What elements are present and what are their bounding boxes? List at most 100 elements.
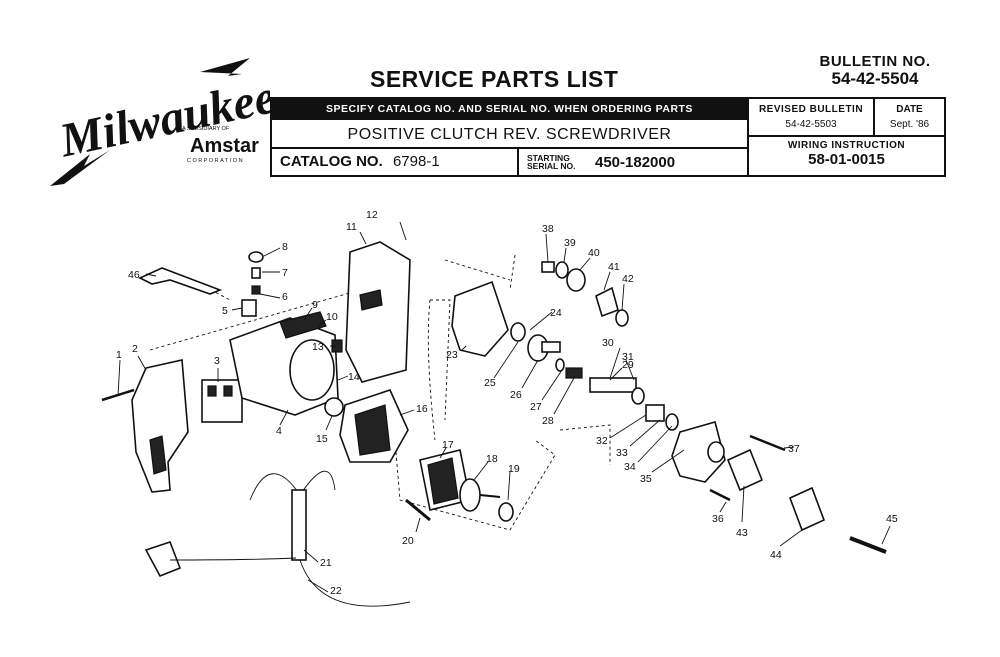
revised-value: 54-42-5503 [785, 119, 837, 130]
washer [555, 261, 569, 279]
specify-notice: SPECIFY CATALOG NO. AND SERIAL NO. WHEN … [272, 99, 747, 120]
part-number-42: 42 [622, 273, 634, 285]
assembly-line [427, 299, 436, 441]
part-number-7: 7 [282, 267, 288, 279]
assembly-line [430, 299, 451, 421]
bulletin-label: BULLETIN NO. [819, 53, 931, 70]
part-number-1: 1 [116, 349, 122, 361]
subsidiary-text: A SUBSIDIARY OF [182, 126, 230, 132]
motor-housing-half [345, 241, 411, 383]
date-cell: DATE Sept. '86 [875, 99, 944, 137]
serial-label-line1: STARTING [527, 152, 570, 163]
part-number-6: 6 [282, 291, 288, 303]
leader-lines [117, 221, 891, 593]
part-number-20: 20 [402, 535, 414, 547]
part-number-40: 40 [588, 247, 600, 259]
cord-lead-wire [249, 473, 301, 501]
part-number-25: 25 [484, 377, 496, 389]
corporation-text: CORPORATION [187, 158, 244, 164]
part-number-24: 24 [550, 307, 562, 319]
spindle-end [631, 387, 645, 405]
retaining-ring [555, 358, 565, 372]
part-number-16: 16 [416, 403, 428, 415]
brush-spring [251, 285, 261, 295]
product-name: POSITIVE CLUTCH REV. SCREWDRIVER [272, 120, 747, 149]
part-number-32: 32 [596, 435, 608, 447]
handle-grip [149, 435, 167, 475]
part-number-34: 34 [624, 461, 636, 473]
date-label: DATE [896, 104, 923, 115]
assembly-line [444, 259, 511, 281]
switch-contact [207, 385, 217, 397]
part-number-9: 9 [312, 299, 318, 311]
sleeve-bearing [645, 404, 665, 422]
switch-contact [223, 385, 233, 397]
part-number-4: 4 [276, 425, 282, 437]
part-number-2: 2 [132, 343, 138, 355]
assembly-line [559, 424, 611, 465]
bulletin-number: 54-42-5504 [831, 68, 919, 88]
depth-collar [788, 486, 826, 532]
exploded-parts-diagram: 46 1 2 3 4 5 6 7 8 9 10 11 12 13 14 15 1… [101, 209, 898, 607]
header-table: SPECIFY CATALOG NO. AND SERIAL NO. WHEN … [270, 97, 946, 177]
part-number-11: 11 [346, 221, 357, 233]
belt-clip [138, 267, 223, 295]
gear-case-plate [451, 280, 509, 357]
bearing [498, 502, 514, 522]
gear-case [671, 421, 726, 483]
gear-shaft [541, 341, 561, 353]
part-number-28: 28 [542, 415, 554, 427]
part-number-14: 14 [348, 371, 360, 383]
cord-protector [291, 489, 307, 561]
bearing [324, 397, 344, 417]
revised-label: REVISED BULLETIN [758, 104, 864, 115]
part-number-12: 12 [366, 209, 378, 221]
catalog-label: CATALOG NO. [280, 153, 383, 170]
part-number-36: 36 [712, 513, 724, 525]
amstar-text: Amstar [190, 135, 259, 157]
handle-half [131, 359, 189, 493]
part-number-13: 13 [312, 341, 324, 353]
washer [665, 413, 679, 431]
part-number-27: 27 [530, 401, 542, 413]
revised-bulletin-cell: REVISED BULLETIN 54-42-5503 [747, 99, 875, 137]
part-number-8: 8 [282, 241, 288, 253]
part-number-37: 37 [788, 443, 800, 455]
part-number-38: 38 [542, 223, 554, 235]
part-number-18: 18 [486, 453, 498, 465]
screw [749, 434, 786, 452]
clutch-spring [565, 367, 583, 379]
field-winding [354, 404, 391, 456]
gear [566, 268, 586, 292]
milwaukee-logo: Milwaukee A SUBSIDIARY OF Amstar CORPORA… [50, 58, 270, 186]
part-number-23: 23 [446, 349, 458, 361]
bulletin-block: BULLETIN NO. 54-42-5504 [790, 54, 960, 88]
part-number-3: 3 [214, 355, 220, 367]
part-number-44: 44 [770, 549, 782, 561]
part-number-19: 19 [508, 463, 520, 475]
part-number-35: 35 [640, 473, 652, 485]
power-cord [297, 494, 411, 607]
part-number-29: 29 [622, 359, 634, 371]
spindle [589, 377, 637, 393]
pinion [595, 286, 619, 318]
part-number-labels: 46 1 2 3 4 5 6 7 8 9 10 11 12 13 14 15 1… [116, 209, 898, 597]
part-number-41: 41 [608, 261, 620, 273]
catalog-number: 6798-1 [392, 153, 440, 170]
bit [849, 536, 887, 554]
part-number-26: 26 [510, 389, 522, 401]
carbon-brush [251, 267, 261, 279]
serial-label-line2: SERIAL NO. [527, 161, 576, 171]
part-number-22: 22 [330, 585, 342, 597]
fan [459, 478, 481, 512]
part-number-15: 15 [316, 433, 328, 445]
part-number-5: 5 [222, 305, 228, 317]
power-cord [169, 557, 297, 561]
housing-boss [359, 289, 383, 311]
serial-label: STARTING SERIAL NO. [527, 152, 595, 171]
catalog-cell: CATALOG NO. 6798-1 [272, 149, 519, 175]
assembly-line [149, 289, 361, 351]
part-number-21: 21 [320, 557, 332, 569]
bearing [615, 309, 629, 327]
bearing [510, 322, 526, 342]
